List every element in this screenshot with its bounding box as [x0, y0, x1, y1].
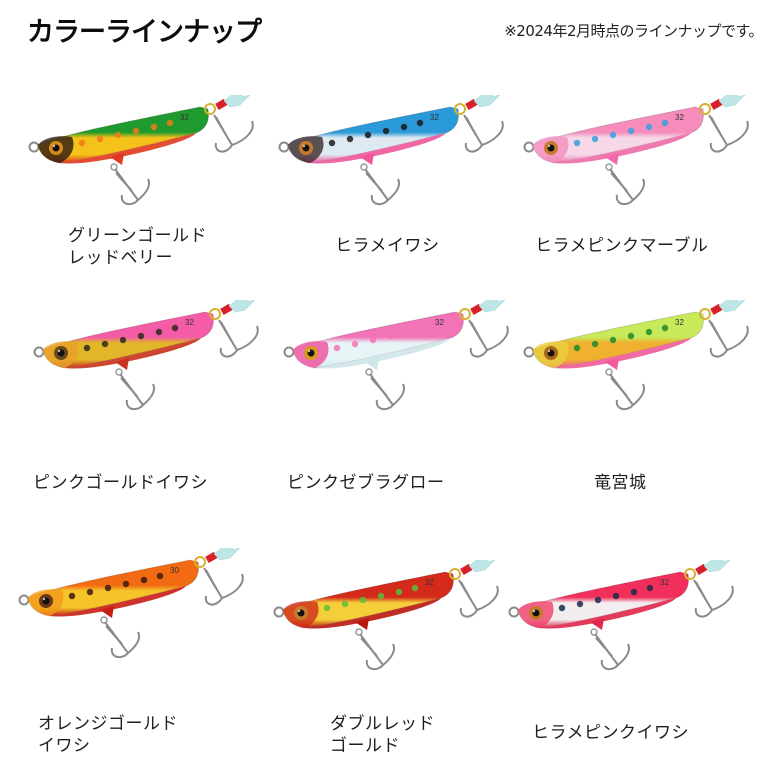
- jig-lure-image: 32: [28, 95, 254, 206]
- spot-pattern: [573, 324, 669, 352]
- lure-color-name: ピンクゴールドイワシ: [33, 472, 208, 494]
- line-eye-icon: [523, 346, 535, 358]
- spot-pattern: [328, 119, 424, 147]
- lure-name-line2: ゴールド: [330, 736, 400, 756]
- spot-pattern: [83, 324, 179, 352]
- weight-mark: 32: [180, 113, 189, 122]
- spot-pattern: [323, 584, 419, 612]
- spot-pattern: [558, 584, 654, 612]
- feather-icon: [223, 95, 251, 108]
- jig-lure-image: 32: [273, 560, 499, 671]
- assist-hook-icon: [213, 114, 254, 153]
- assist-hook-icon: [468, 319, 509, 358]
- lure-name-line1: ヒラメピンクイワシ: [532, 723, 689, 743]
- weight-mark: 32: [660, 578, 669, 587]
- lure-color-name: オレンジゴールド イワシ: [38, 713, 178, 757]
- lure-name-line1: ヒラメイワシ: [335, 236, 440, 256]
- lure-name-line1: ピンクゴールドイワシ: [33, 473, 208, 493]
- jig-lure-image: 30: [18, 548, 244, 659]
- line-eye-icon: [278, 141, 290, 153]
- weight-mark: 32: [425, 578, 434, 587]
- assist-hook-icon: [708, 319, 749, 358]
- weight-mark: 30: [170, 566, 179, 575]
- spot-pattern: [78, 119, 174, 147]
- jig-lure-image: 32: [523, 300, 749, 411]
- weight-mark: 32: [185, 318, 194, 327]
- line-eye-icon: [273, 606, 285, 618]
- feather-icon: [213, 548, 241, 561]
- feather-icon: [718, 300, 746, 313]
- lure-name-line2: レッドベリー: [68, 248, 173, 268]
- lure-name-line1: ダブルレッド: [330, 714, 435, 734]
- weight-mark: 32: [675, 113, 684, 122]
- spot-pattern: [333, 324, 429, 352]
- jig-lure-image: 32: [508, 560, 734, 671]
- line-eye-icon: [523, 141, 535, 153]
- line-eye-icon: [18, 594, 30, 606]
- treble-hook-icon: [609, 168, 645, 206]
- spot-pattern: [68, 572, 164, 600]
- lure-name-line1: ヒラメピンクマーブル: [535, 236, 709, 256]
- lure-name-line1: グリーンゴールド: [68, 226, 208, 246]
- assist-hook-icon: [708, 114, 749, 153]
- lineup-date-note: ※2024年2月時点のラインナップです。: [504, 22, 763, 40]
- feather-icon: [473, 95, 501, 108]
- lure-color-name: ピンクゼブラグロー: [287, 472, 445, 494]
- lure-color-name: グリーンゴールド レッドベリー: [68, 225, 207, 269]
- lure-color-name: ヒラメピンクイワシ: [532, 722, 689, 744]
- line-eye-icon: [508, 606, 520, 618]
- spot-pattern: [573, 119, 669, 147]
- assist-hook-icon: [458, 579, 499, 618]
- line-eye-icon: [33, 346, 45, 358]
- page-title: カラーラインナップ: [27, 17, 262, 48]
- weight-mark: 32: [430, 113, 439, 122]
- feather-icon: [468, 560, 496, 573]
- jig-lure-image: 32: [283, 300, 509, 411]
- lure-color-name: ヒラメピンクマーブル: [535, 235, 708, 257]
- treble-hook-icon: [104, 621, 140, 659]
- line-eye-icon: [28, 141, 40, 153]
- jig-lure-image: 32: [278, 95, 504, 206]
- feather-icon: [703, 560, 731, 573]
- assist-hook-icon: [218, 319, 259, 358]
- assist-hook-icon: [693, 579, 734, 618]
- treble-hook-icon: [119, 373, 155, 411]
- lure-name-line1: ピンクゼブラグロー: [287, 473, 445, 493]
- treble-hook-icon: [359, 633, 395, 671]
- assist-hook-icon: [463, 114, 504, 153]
- treble-hook-icon: [609, 373, 645, 411]
- lure-color-name: ダブルレッド ゴールド: [330, 713, 435, 757]
- jig-lure-image: 32: [523, 95, 749, 206]
- treble-hook-icon: [369, 373, 405, 411]
- lure-color-name: 竜宮城: [594, 472, 647, 494]
- lure-name-line1: 竜宮城: [594, 473, 647, 493]
- line-eye-icon: [283, 346, 295, 358]
- jig-lure-image: 32: [33, 300, 259, 411]
- lure-name-line1: オレンジゴールド: [38, 714, 178, 734]
- weight-mark: 32: [675, 318, 684, 327]
- assist-hook-icon: [203, 567, 244, 606]
- feather-icon: [228, 300, 256, 313]
- treble-hook-icon: [364, 168, 400, 206]
- lure-color-name: ヒラメイワシ: [335, 235, 440, 257]
- feather-icon: [718, 95, 746, 108]
- lure-name-line2: イワシ: [38, 736, 91, 756]
- treble-hook-icon: [114, 168, 150, 206]
- weight-mark: 32: [435, 318, 444, 327]
- treble-hook-icon: [594, 633, 630, 671]
- feather-icon: [478, 300, 506, 313]
